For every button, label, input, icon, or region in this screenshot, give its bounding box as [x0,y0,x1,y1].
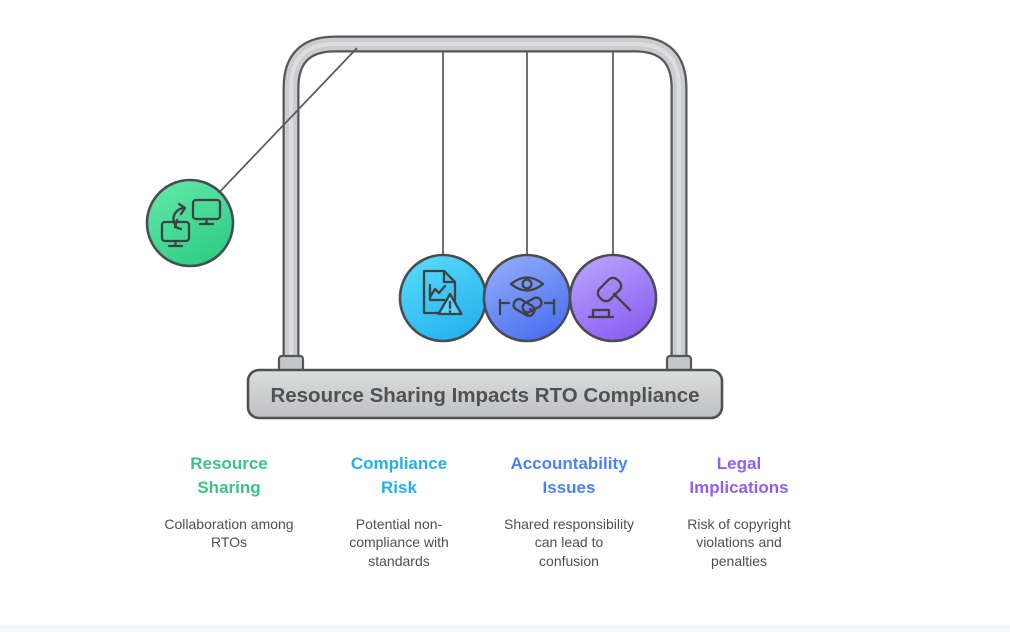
item-heading-compliance-risk: Compliance Risk [314,452,484,500]
item-heading-legal-implications: Legal Implications [654,452,824,500]
legend-columns: Resource Sharing Collaboration among RTO… [144,452,824,571]
item-heading-accountability-issues: Accountability Issues [484,452,654,500]
heading-line: Implications [689,477,789,497]
heading-line: Accountability [510,454,628,473]
gavel-icon [587,276,632,319]
item-heading-resource-sharing: Resource Sharing [144,452,314,500]
description-line: Potential non- [355,515,443,532]
document-chart-warning-icon [422,269,463,316]
item-description-resource-sharing: Collaboration among RTOs [144,515,314,553]
description-line: Risk of copyright [687,515,791,532]
eye-handshake-icon [498,276,556,318]
base-title: Resource Sharing Impacts RTO Compliance [270,384,699,407]
cradle-base: Resource Sharing Impacts RTO Compliance [246,368,724,420]
heading-line: Legal [716,454,762,473]
description-line: Shared responsibility [504,515,634,532]
newtons-cradle-diagram: Resource Sharing Impacts RTO Compliance [145,35,724,420]
description-line: compliance with [349,534,449,551]
footer-strip [0,626,1010,632]
cradle-svg: Resource Sharing Impacts RTO Compliance [145,35,724,420]
heading-line: Compliance [350,454,448,473]
description-line: penalties [710,553,768,570]
cradle-strings [189,47,614,258]
item-description-compliance-risk: Potential non- compliance with standards [314,515,484,571]
description-line: RTOs [210,534,248,551]
description-line: can lead to [534,534,604,551]
ball-compliance-risk [398,253,488,343]
item-description-legal-implications: Risk of copyright violations and penalti… [654,515,824,571]
item-column-compliance-risk: Compliance Risk Potential non- complianc… [314,452,484,571]
heading-line: Sharing [197,477,261,497]
item-column-resource-sharing: Resource Sharing Collaboration among RTO… [144,452,314,571]
ball-legal-implications [568,253,658,343]
ball-accountability-issues [482,253,572,343]
description-line: violations and [696,534,782,551]
sync-monitors-icon [160,198,222,248]
heading-line: Resource [190,454,268,473]
description-line: standards [368,553,430,570]
heading-line: Issues [542,477,596,497]
cradle-frame [282,35,688,366]
description-line: confusion [539,553,599,570]
heading-line: Risk [381,477,417,497]
description-line: Collaboration among [164,515,294,532]
item-description-accountability-issues: Shared responsibility can lead to confus… [484,515,654,571]
item-column-legal-implications: Legal Implications Risk of copyright vio… [654,452,824,571]
ball-resource-sharing [145,178,235,268]
item-column-accountability-issues: Accountability Issues Shared responsibil… [484,452,654,571]
